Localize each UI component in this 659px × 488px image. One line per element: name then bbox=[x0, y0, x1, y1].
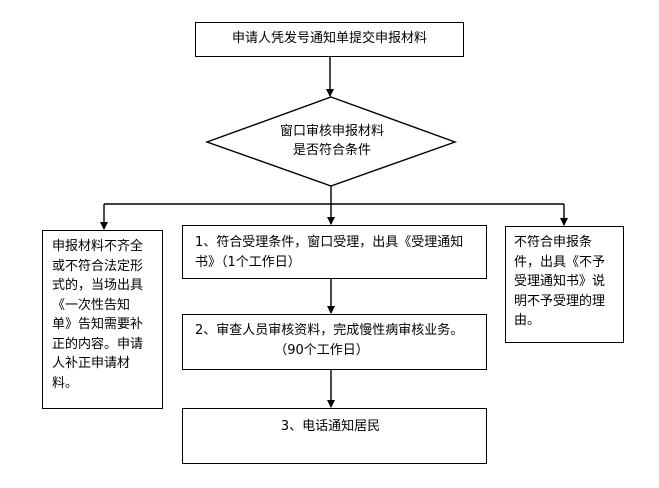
left-branch-line: 或不符合法定形 bbox=[52, 258, 144, 274]
right-branch-box: 不符合申报条 件，出具《不予 受理通知书》说 明不予受理的理 由。 bbox=[505, 226, 624, 343]
right-branch-line: 明不予受理的理 bbox=[514, 293, 606, 309]
right-branch-line: 受理通知书》说 bbox=[514, 274, 606, 289]
left-branch-line: 正的内容。申请 bbox=[52, 336, 144, 352]
left-branch-line: 单》告知需要补 bbox=[52, 317, 144, 332]
right-branch-line: 件，出具《不予 bbox=[514, 254, 606, 270]
start-box: 申请人凭发号通知单提交申报材料 bbox=[195, 22, 464, 57]
decision-text: 窗口审核申报材料 是否符合条件 bbox=[235, 122, 429, 160]
start-box-text: 申请人凭发号通知单提交申报材料 bbox=[231, 31, 427, 46]
decision-line-1: 窗口审核申报材料 bbox=[279, 124, 384, 139]
left-branch-line: 《一次性告知 bbox=[52, 297, 131, 313]
left-branch-line: 人补正申请材 bbox=[52, 356, 131, 371]
step2-line-1: 2、审查人员审核资料，完成慢性病审核业务。 bbox=[195, 323, 464, 338]
right-branch-line: 不符合申报条 bbox=[514, 235, 593, 250]
left-branch-box: 申报材料不齐全 或不符合法定形 式的，当场出具 《一次性告知 单》告知需要补 正… bbox=[42, 230, 163, 409]
step1-box: 1、符合受理条件，窗口受理，出具《受理通知 书》（1个工作日） bbox=[182, 225, 487, 279]
step1-line-1: 1、符合受理条件，窗口受理，出具《受理通知 bbox=[195, 235, 464, 250]
left-branch-line: 式的，当场出具 bbox=[52, 278, 144, 293]
step1-line-2: 书》（1个工作日） bbox=[195, 255, 301, 270]
step2-line-2: （90个工作日） bbox=[274, 343, 369, 358]
decision-line-2: 是否符合条件 bbox=[292, 143, 371, 158]
left-branch-line: 申报材料不齐全 bbox=[52, 239, 144, 254]
left-branch-line: 料。 bbox=[52, 375, 79, 391]
step3-text: 3、电话通知居民 bbox=[280, 419, 381, 434]
right-branch-line: 由。 bbox=[514, 313, 541, 328]
step2-box: 2、审查人员审核资料，完成慢性病审核业务。 （90个工作日） bbox=[182, 314, 487, 370]
step3-box: 3、电话通知居民 bbox=[182, 408, 487, 464]
